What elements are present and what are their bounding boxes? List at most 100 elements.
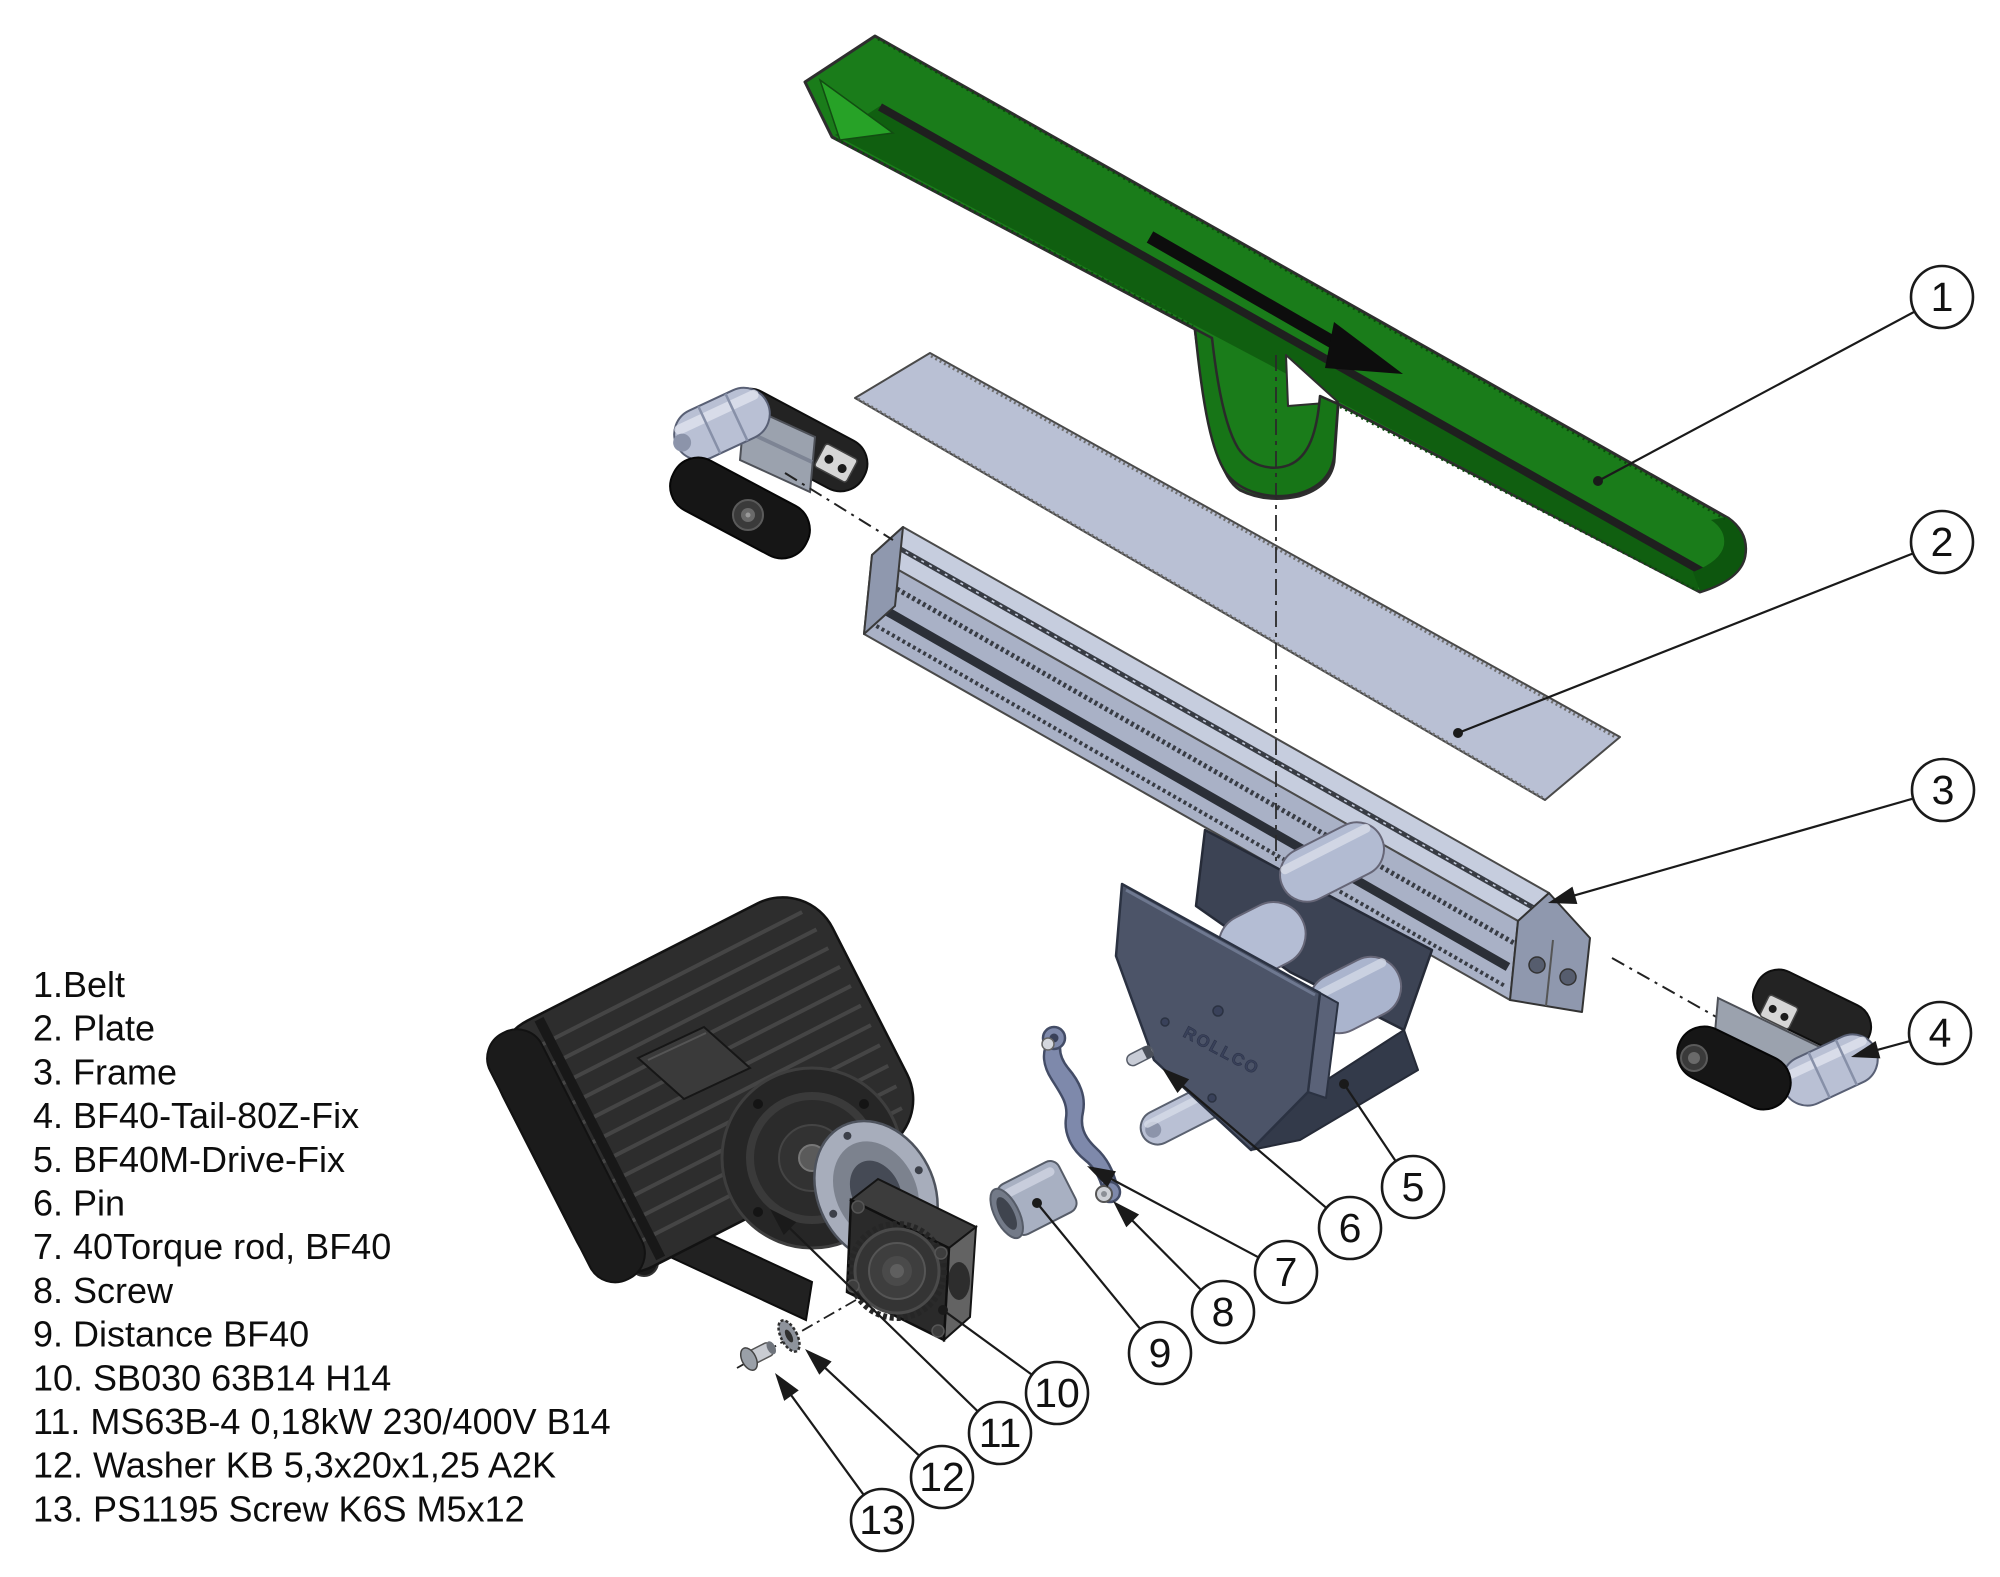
belt-direction-arrow [1146, 231, 1403, 374]
balloon-number-2: 2 [1931, 519, 1954, 565]
motor [486, 896, 915, 1322]
frame-front-slot-1 [874, 574, 1516, 946]
belt-part [803, 34, 1748, 594]
leader-line-7 [1105, 1175, 1260, 1259]
frame-left-end-face [863, 526, 904, 635]
tail-unit-left [669, 386, 894, 560]
leader-line-2 [1457, 552, 1914, 735]
balloon-number-11: 11 [979, 1410, 1022, 1456]
tail-left-clamp-bolt-2 [837, 464, 847, 474]
balloon-2 [1909, 509, 1975, 575]
leader-arrowhead-11 [770, 1209, 797, 1235]
drive-plate-screw-2 [1160, 1017, 1170, 1027]
parts-list-item-2: 2. Plate [33, 1008, 155, 1049]
belt-edge-teeth-bottom [835, 137, 1695, 591]
frame-end-bore-1 [1528, 956, 1546, 974]
tail-left-hub-center [745, 512, 751, 518]
frame-front-slot-2 [865, 618, 1506, 988]
leader-line-6 [1178, 1081, 1328, 1209]
balloon-8 [1190, 1279, 1256, 1345]
tail-right-mount-centerline [1611, 957, 1751, 1037]
washer-12 [777, 1319, 801, 1353]
tail-right-hub-inner [1688, 1052, 1700, 1064]
tail-left-clamp-bolt-1 [824, 454, 834, 464]
belt-lower-run [835, 106, 1704, 591]
tail-left-roller [673, 386, 771, 462]
parts-list-item-8: 8. Screw [33, 1270, 174, 1311]
tail-unit-right [1611, 957, 1879, 1111]
leader-arrowhead-12 [805, 1349, 832, 1375]
drive-plate-screw-3 [1207, 1093, 1217, 1103]
plate-serration-bottom [857, 397, 1544, 800]
leader-arrowhead-4 [1851, 1041, 1881, 1059]
leader-arrowhead-6 [1162, 1068, 1190, 1094]
frame-end-divider [1545, 939, 1554, 1007]
leader-dot-10 [938, 1305, 948, 1315]
leader-arrowhead-3 [1548, 886, 1578, 904]
balloon-13 [849, 1487, 915, 1553]
leader-line-3 [1568, 797, 1914, 899]
balloon-number-13: 13 [859, 1497, 905, 1543]
screw-13 [739, 1341, 777, 1371]
parts-list-item-1: 1.Belt [33, 964, 125, 1005]
leader-line-12 [820, 1363, 921, 1457]
pin [1126, 1044, 1155, 1067]
balloon-number-5: 5 [1402, 1164, 1425, 1210]
belt-edge-teeth-top [877, 37, 1726, 521]
leader-line-10 [942, 1309, 1033, 1376]
balloon-number-4: 4 [1929, 1010, 1952, 1056]
tail-right-front-plate [1676, 1025, 1792, 1111]
balloon-3 [1910, 757, 1976, 823]
leader-line-13 [787, 1390, 865, 1496]
balloon-4 [1907, 1000, 1973, 1066]
parts-list-item-7: 7. 40Torque rod, BF40 [33, 1226, 391, 1267]
belt-hanging-fold [1193, 327, 1340, 498]
drive-unit: ROLLCO [1114, 821, 1434, 1152]
drive-top-roller [1279, 821, 1385, 903]
motor-terminal-box-edge [647, 1032, 707, 1061]
balloon-number-9: 9 [1149, 1330, 1172, 1376]
leader-line-1 [1597, 310, 1916, 482]
torque-rod-top-nut [1041, 1037, 1055, 1051]
drive-front-plate [1114, 882, 1322, 1152]
belt-inner-loop [818, 78, 895, 141]
belt-slot [878, 103, 1705, 576]
tail-left-channel-shadow [747, 430, 813, 464]
leader-dot-9 [1032, 1198, 1042, 1208]
balloon-number-10: 10 [1034, 1370, 1080, 1416]
tail-right-clamp-bolt-1 [1768, 1004, 1777, 1013]
balloon-7 [1253, 1239, 1319, 1305]
frame-end-bore-2 [1559, 968, 1577, 986]
parts-list-item-3: 3. Frame [33, 1051, 177, 1092]
drive-plate-screw-1 [1212, 1005, 1224, 1017]
balloon-9 [1127, 1320, 1193, 1386]
plate-serration-top [930, 354, 1618, 740]
parts-list-item-6: 6. Pin [33, 1183, 125, 1224]
distance-sleeve [989, 1160, 1078, 1240]
leader-line-11 [784, 1223, 979, 1413]
drive-front-plate-highlight [1125, 888, 1316, 997]
balloon-number-3: 3 [1932, 767, 1955, 813]
leader-dot-1 [1593, 476, 1603, 486]
balloon-number-7: 7 [1275, 1249, 1298, 1295]
leader-dot-5 [1339, 1079, 1349, 1089]
balloon-number-1: 1 [1931, 274, 1954, 320]
leader-arrowhead-13 [775, 1373, 799, 1401]
balloon-10 [1024, 1360, 1090, 1426]
balloon-5 [1380, 1154, 1446, 1220]
belt-fold-notch [1285, 354, 1339, 407]
balloon-number-8: 8 [1212, 1289, 1235, 1335]
leader-line-5 [1343, 1083, 1397, 1162]
plate-part [854, 352, 1621, 801]
frame-part [863, 526, 1591, 1013]
parts-list-item-12: 12. Washer KB 5,3x20x1,25 A2K [33, 1445, 556, 1486]
tail-left-mount-centerline [784, 472, 894, 541]
torque-rod [1041, 1025, 1122, 1204]
parts-list-item-4: 4. BF40-Tail-80Z-Fix [33, 1095, 359, 1136]
leader-line-8 [1127, 1215, 1202, 1291]
tail-left-clamp-insert [814, 443, 858, 483]
